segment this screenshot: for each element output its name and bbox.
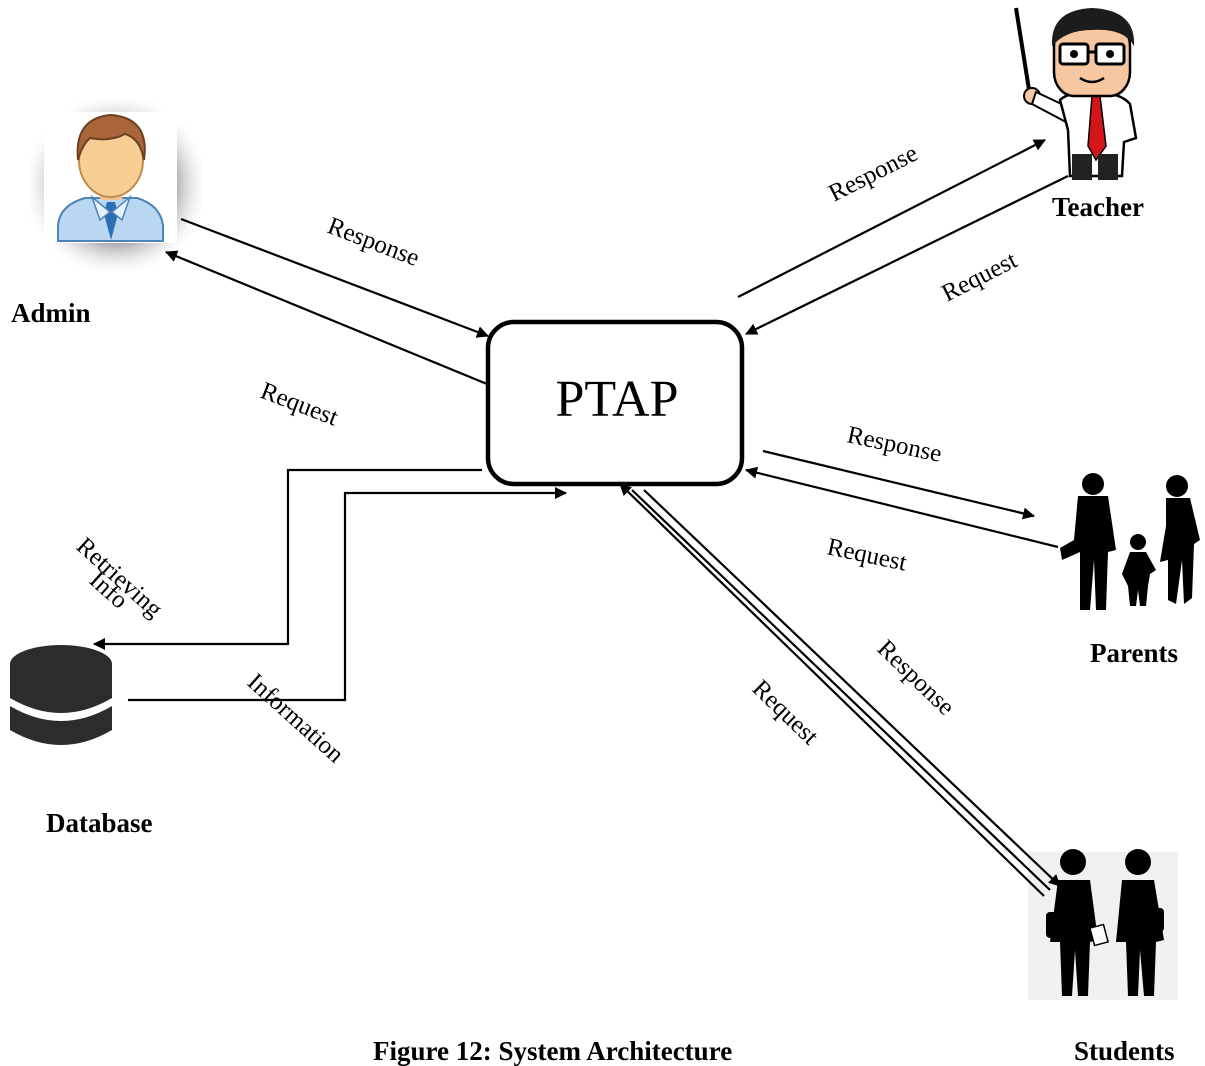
database-icon [10,645,112,745]
teacher-response-arrow [737,139,1046,298]
students-label: Students [1074,1036,1175,1066]
db-information-arrow [128,487,567,702]
students-response-arrow-inner [631,489,1051,891]
figure-caption: Figure 12: System Architecture [373,1036,732,1066]
students-response-arrow [643,489,1061,887]
db-retrieving-label-line1: Retrieving [71,532,168,623]
admin-response-label: Response [324,212,423,272]
database-node: Database [10,645,153,838]
parents-request-arrow [745,466,1059,549]
parents-request-label: Request [825,533,909,576]
students-response-label: Response [872,635,960,721]
admin-avatar-icon [30,100,202,270]
admin-label: Admin [11,298,91,328]
parents-response-label: Response [845,421,944,467]
admin-request-arrow [165,250,488,386]
students-request-arrow [619,483,1045,897]
students-silhouette-icon [1028,849,1178,1000]
students-node: Students [1028,849,1178,1066]
admin-response-arrow [180,217,489,338]
teacher-response-label: Response [824,140,922,208]
ptap-label: PTAP [556,371,679,428]
admin-node: Admin [11,100,202,328]
parents-node: Parents [1060,473,1200,668]
db-retrieving-arrow [93,468,482,650]
teacher-label: Teacher [1052,192,1144,222]
db-information-label: Information [242,668,349,768]
parents-label: Parents [1090,638,1178,668]
ptap-node: PTAP [485,319,745,487]
parents-response-arrow [762,449,1035,520]
teacher-request-arrow [745,175,1069,335]
teacher-request-label: Request [937,247,1021,308]
database-label: Database [46,808,153,838]
teacher-cartoon-icon [1014,7,1138,180]
admin-request-label: Request [257,377,342,431]
family-silhouette-icon [1060,473,1200,610]
students-request-label: Request [747,675,824,750]
teacher-node: Teacher [1014,7,1144,222]
